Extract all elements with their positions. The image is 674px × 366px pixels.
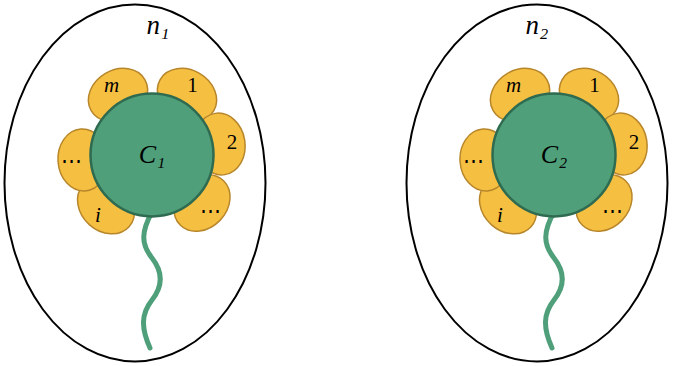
node-label: m bbox=[104, 74, 119, 95]
node-label: 2 bbox=[629, 132, 640, 153]
node-label: ⋯ bbox=[200, 201, 221, 222]
label-holder: 1 bbox=[589, 74, 600, 95]
node-label: ⋯ bbox=[61, 150, 82, 171]
node-label: C₂ bbox=[541, 142, 567, 168]
node-label: 1 bbox=[589, 74, 600, 95]
node-label: ⋯ bbox=[602, 201, 623, 222]
ellipse-outline bbox=[407, 5, 668, 362]
node-label: C₁ bbox=[139, 142, 165, 168]
node-label: n₂ bbox=[526, 12, 549, 39]
petal-outline bbox=[480, 58, 559, 132]
petal-outline bbox=[458, 127, 512, 192]
node-ellipse: n₁ C₁ m 1 2 ⋯ i ⋯ bbox=[3, 3, 267, 363]
node-label: ⋯ bbox=[463, 150, 484, 171]
petal-outline bbox=[56, 127, 110, 192]
node-label: i bbox=[497, 205, 503, 226]
node-label: 1 bbox=[187, 74, 198, 95]
flower-stem bbox=[545, 212, 562, 348]
petal-outline bbox=[78, 58, 157, 132]
label-holder: 2 bbox=[227, 132, 238, 153]
petal-outline bbox=[162, 163, 241, 242]
node-label: n₁ bbox=[147, 12, 170, 39]
ellipse-outline bbox=[5, 5, 266, 362]
label-holder: i bbox=[95, 205, 101, 226]
label-holder: n₁ bbox=[147, 12, 170, 39]
label-holder: m bbox=[104, 74, 119, 95]
label-holder: 1 bbox=[187, 74, 198, 95]
core-circle: C₁ bbox=[89, 92, 215, 218]
label-holder: i bbox=[497, 205, 503, 226]
petal-outline bbox=[564, 163, 643, 242]
core-circle-shape bbox=[91, 94, 214, 217]
label-holder: n₂ bbox=[526, 12, 549, 39]
label-holder: 2 bbox=[629, 132, 640, 153]
label-holder: ⋯ bbox=[602, 201, 623, 222]
label-holder: ⋯ bbox=[463, 150, 484, 171]
flower-stem bbox=[143, 212, 160, 348]
petal-outline bbox=[593, 110, 652, 179]
node-ellipse: n₂ C₂ m 1 2 ⋯ i ⋯ bbox=[405, 3, 669, 363]
petal-outline bbox=[191, 110, 250, 179]
label-holder: ⋯ bbox=[61, 150, 82, 171]
label-holder: C₂ bbox=[541, 142, 567, 168]
core-circle-shape bbox=[493, 94, 616, 217]
node-label: 2 bbox=[227, 132, 238, 153]
node-label: m bbox=[506, 74, 521, 95]
label-holder: C₁ bbox=[139, 142, 165, 168]
label-holder: m bbox=[506, 74, 521, 95]
label-holder: ⋯ bbox=[200, 201, 221, 222]
node-label: i bbox=[95, 205, 101, 226]
core-circle: C₂ bbox=[491, 92, 617, 218]
